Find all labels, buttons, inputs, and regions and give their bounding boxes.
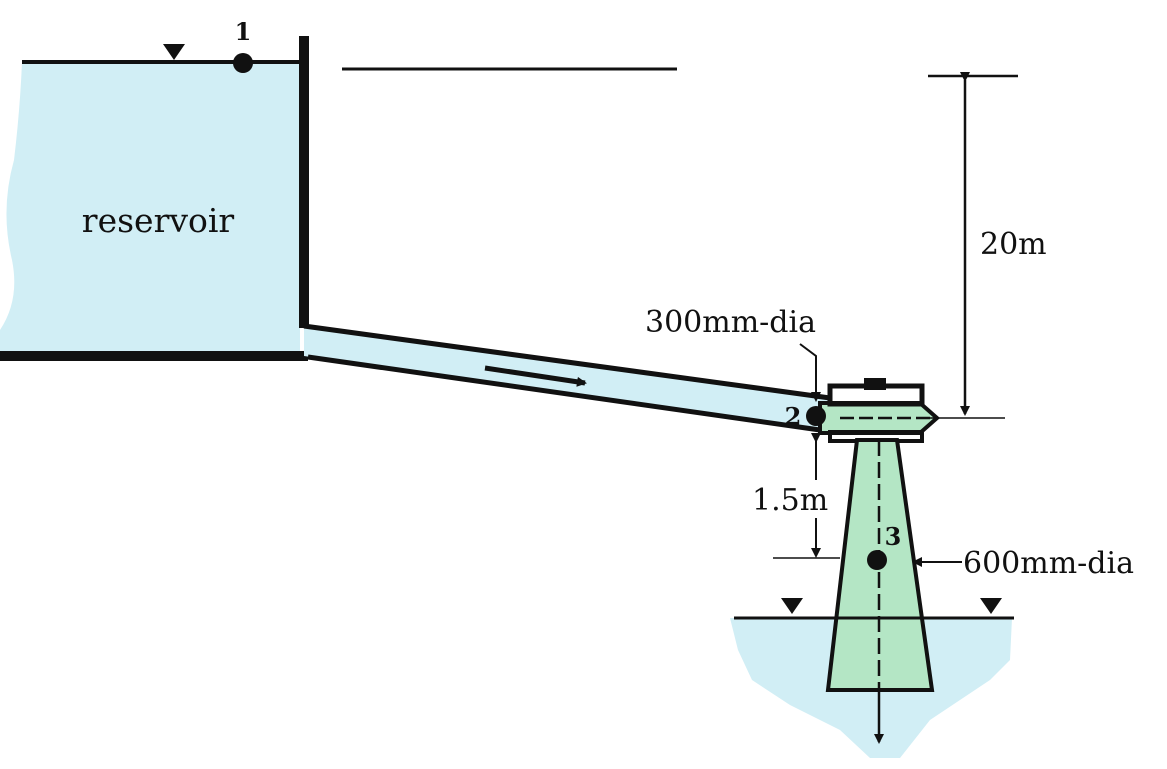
penstock-pipe-top-wall [303,323,831,401]
tailrace-surface-marker-left-icon [781,598,803,614]
reservoir-water [0,62,300,355]
point-3-label: 3 [885,522,902,551]
point-3-marker [867,550,887,570]
surface-marker-icon [163,44,185,60]
reservoir-label: reservoir [82,201,235,240]
pipe-diameter-leader [799,343,821,402]
point-2-marker [806,406,826,426]
pipe-diameter-label: 300mm-dia [645,305,816,340]
head-dimension-label: 20m [980,227,1047,262]
point-2-label: 2 [785,402,802,431]
turbine-top-cap [864,378,886,390]
tailrace-surface-marker-right-icon [980,598,1002,614]
drop-dimension-label: 1.5m [752,483,828,518]
point-1-marker [233,53,253,73]
flow-direction-arrow-icon [484,365,587,387]
outlet-diameter-label: 600mm-dia [963,546,1134,581]
drop-label-backdrop [752,480,842,518]
point-1-label: 1 [235,17,252,46]
penstock-pipe-bottom-wall [307,354,821,433]
